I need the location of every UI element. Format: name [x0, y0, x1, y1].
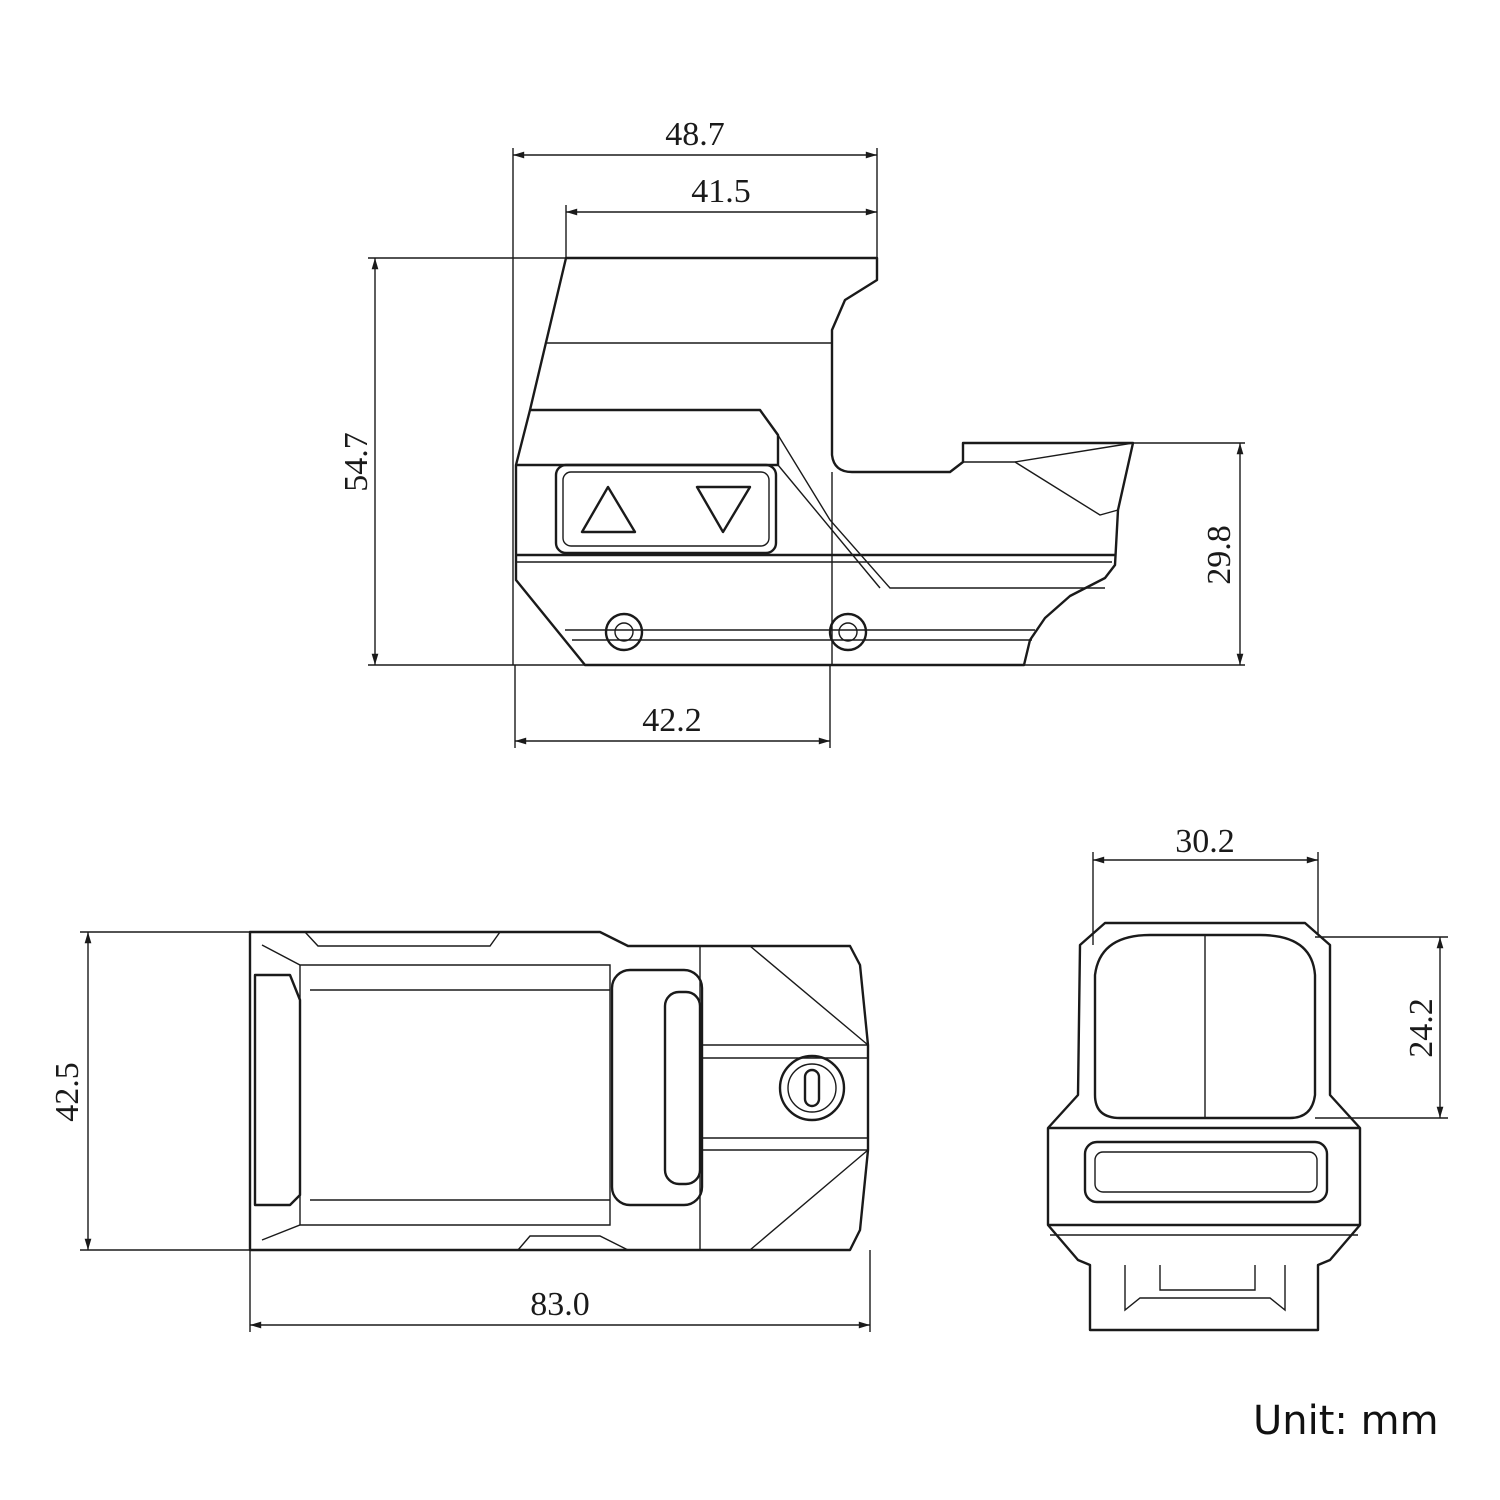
dim-83-0: 83.0 — [530, 1286, 590, 1323]
dim-30-2: 30.2 — [1175, 823, 1235, 860]
unit-label: Unit: mm — [1253, 1398, 1439, 1444]
dim-54-7: 54.7 — [338, 432, 375, 492]
dim-42-2: 42.2 — [642, 702, 702, 739]
up-arrow-icon[interactable] — [580, 485, 637, 534]
dim-24-2: 24.2 — [1403, 998, 1440, 1058]
dim-41-5: 41.5 — [691, 173, 751, 210]
bottom-dimensions: 42.5 83.0 — [49, 931, 871, 1332]
adjustment-knob-icon[interactable] — [778, 1054, 846, 1122]
bottom-view — [248, 930, 870, 1252]
dim-29-8: 29.8 — [1201, 525, 1238, 585]
side-dimensions: 48.7 41.5 54.7 29.8 42.2 — [338, 116, 1245, 748]
down-arrow-icon[interactable] — [695, 485, 752, 534]
front-dimensions: 30.2 24.2 — [1092, 823, 1448, 1119]
screw-icon — [604, 612, 644, 652]
front-view — [1046, 921, 1362, 1332]
button-panel — [554, 463, 778, 555]
dim-42-5: 42.5 — [49, 1062, 86, 1122]
side-view — [514, 256, 1135, 667]
dim-48-7: 48.7 — [665, 116, 725, 153]
screw-icon — [828, 612, 868, 652]
